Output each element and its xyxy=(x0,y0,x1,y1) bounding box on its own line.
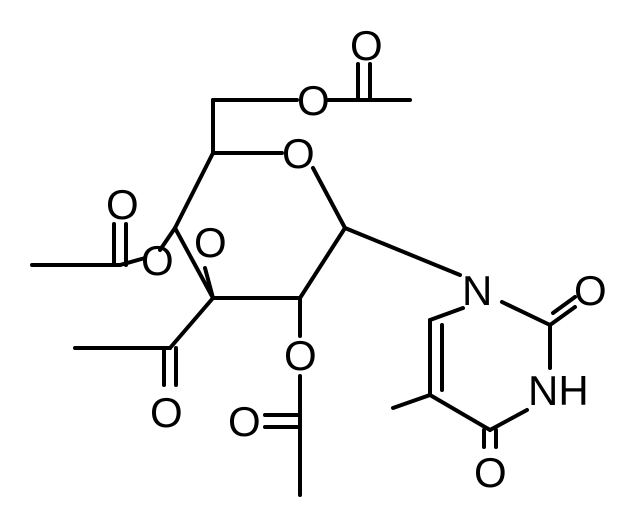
bond xyxy=(500,300,552,327)
atom-o-c2: O xyxy=(574,267,607,314)
bond xyxy=(428,393,492,432)
atom-n-1: N xyxy=(462,267,492,314)
bond xyxy=(168,296,215,350)
atom-o-6-acetyl-carbonyl: O xyxy=(350,22,383,69)
atom-o-c4: O xyxy=(474,449,507,496)
bond xyxy=(551,295,577,315)
atom-o-3-acetyl-carbonyl: O xyxy=(150,389,183,436)
atom-o-6-ester: O xyxy=(297,77,330,124)
atom-o-3-ester: O xyxy=(194,219,227,266)
atom-o-4-ester: O xyxy=(141,237,174,284)
bond xyxy=(488,408,529,432)
atom-labels: O O O O O O O O O N O NH O xyxy=(106,22,607,496)
bond xyxy=(203,266,215,300)
bond xyxy=(298,226,347,300)
atom-o-2-ester: O xyxy=(284,332,317,379)
bond xyxy=(311,166,347,230)
bond xyxy=(158,226,177,252)
bond xyxy=(428,306,465,322)
bond xyxy=(391,393,432,410)
atom-o-4-acetyl-carbonyl: O xyxy=(106,181,139,228)
bond xyxy=(343,226,462,277)
bond xyxy=(548,305,577,327)
bond xyxy=(173,226,215,300)
atom-o-2-acetyl-carbonyl: O xyxy=(228,398,261,445)
atom-o-ring: O xyxy=(282,130,315,177)
bond xyxy=(173,151,215,230)
atom-n-3h: NH xyxy=(528,367,589,414)
bond-lines xyxy=(30,62,577,497)
